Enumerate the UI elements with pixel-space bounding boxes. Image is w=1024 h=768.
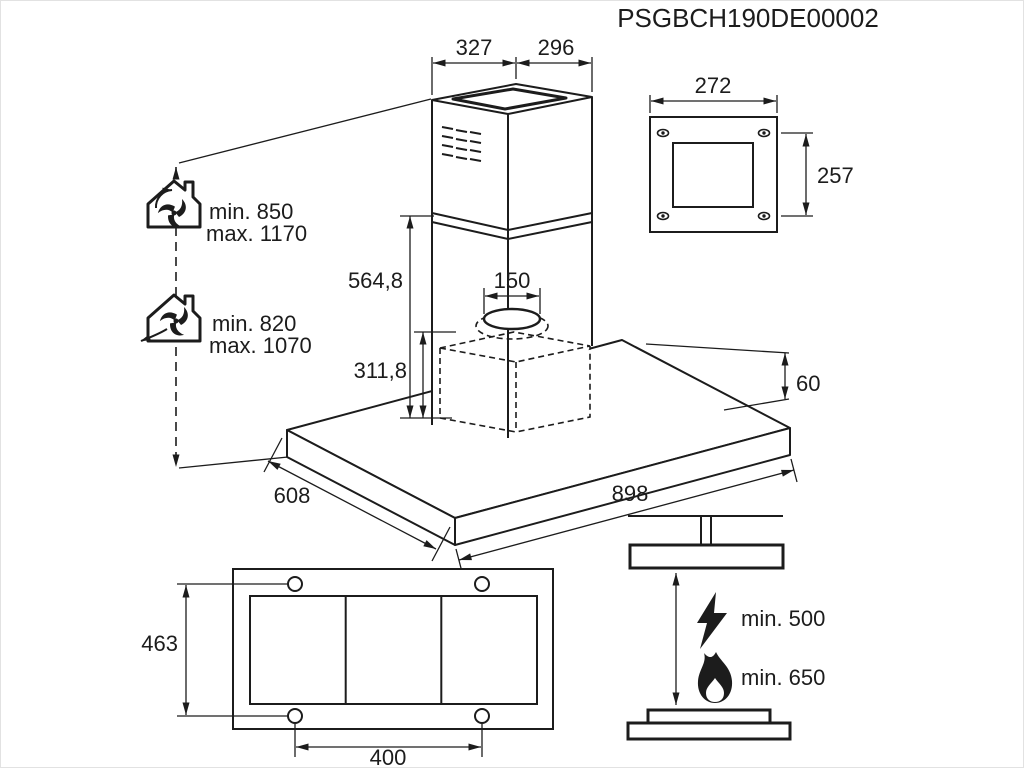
chimney-stub: [700, 516, 712, 545]
dim-label-canopy-depth: 608: [274, 483, 311, 508]
ext-lines-plate-height: [781, 132, 813, 217]
ext-lines-chimney-height: [400, 215, 452, 419]
chimney-edges: [431, 97, 593, 438]
dim-line-canopy-depth: [267, 460, 437, 550]
cooktop: [646, 708, 772, 725]
recirculation-max-label: max. 1170: [206, 221, 307, 246]
chimney-body: [432, 84, 592, 438]
dim-label-body-height: 311,8: [354, 358, 407, 383]
hidden-housing: [439, 307, 591, 433]
mounting-template: 463 400: [141, 568, 554, 768]
duct-collar: [482, 307, 542, 331]
dim-label-plate-height: 257: [817, 163, 854, 188]
chimney: [431, 83, 593, 438]
dim-label-chimney-height: 564,8: [348, 268, 403, 293]
plate-cutout: [672, 142, 754, 208]
dim-line-canopy-length: [458, 469, 795, 561]
mounting-hole: [287, 708, 303, 724]
leader-line-bottom: [178, 456, 289, 469]
clearance-side-view: min. 500 min. 650: [626, 515, 825, 741]
extraction-min-label: min. 820: [212, 311, 296, 336]
mounting-hole: [474, 708, 490, 724]
extraction-max-label: max. 1070: [209, 333, 312, 358]
dim-label-hole-spacing: 400: [370, 745, 407, 768]
chimney-telescopic-seam: [431, 212, 593, 241]
ext-lines-canopy-depth: [263, 437, 451, 562]
screw-slots: [656, 128, 771, 221]
plate-outer: [649, 116, 778, 233]
mounting-hole: [474, 576, 490, 592]
dim-label-plate-width: 272: [695, 73, 732, 98]
extraction-icon: [140, 293, 202, 343]
exhaust-arrow: [140, 328, 168, 342]
clearance-electric-label: min. 500: [741, 606, 825, 631]
housing-dashed-box: [439, 331, 591, 433]
ext-lines-thickness: [645, 343, 790, 411]
main-dimensions: 327 296 150 564,8 311,8 608 898 60: [263, 35, 820, 573]
lightning-icon: [697, 592, 727, 649]
dim-label-template-depth: 463: [141, 631, 178, 656]
product-code: PSGBCH190DE00002: [617, 3, 879, 33]
house-outline: [146, 179, 202, 229]
ext-lines-template-depth: [177, 583, 289, 717]
clearance-gas-label: min. 650: [741, 665, 825, 690]
leader-line-top: [178, 98, 432, 164]
dim-label-duct: 150: [494, 268, 531, 293]
countertop: [626, 721, 792, 741]
ext-lines-hole-spacing: [294, 724, 483, 757]
recirculation-min-label: min. 850: [209, 199, 293, 224]
ext-lines-duct: [483, 288, 541, 314]
ext-lines-top: [431, 57, 593, 95]
recirculation-icon: [146, 179, 202, 229]
recirculation-arrow: [154, 187, 173, 209]
ceiling-plate-detail: 272 257: [649, 73, 854, 233]
fan-icon: [159, 307, 188, 336]
dim-label-top-width: 327: [456, 35, 493, 60]
hood-body-side: [628, 543, 785, 570]
dim-label-top-depth: 296: [538, 35, 575, 60]
template-dividers: [344, 596, 443, 704]
chimney-duct-opening: [451, 87, 568, 111]
mounting-hole: [287, 576, 303, 592]
dim-label-thickness: 60: [796, 371, 820, 396]
flame-icon: [697, 652, 733, 703]
vent-slots: [441, 126, 482, 162]
fan-icon: [157, 199, 186, 228]
template-inner: [249, 595, 538, 705]
ext-lines-plate-width: [649, 95, 778, 113]
dim-label-canopy-length: 898: [612, 481, 649, 506]
